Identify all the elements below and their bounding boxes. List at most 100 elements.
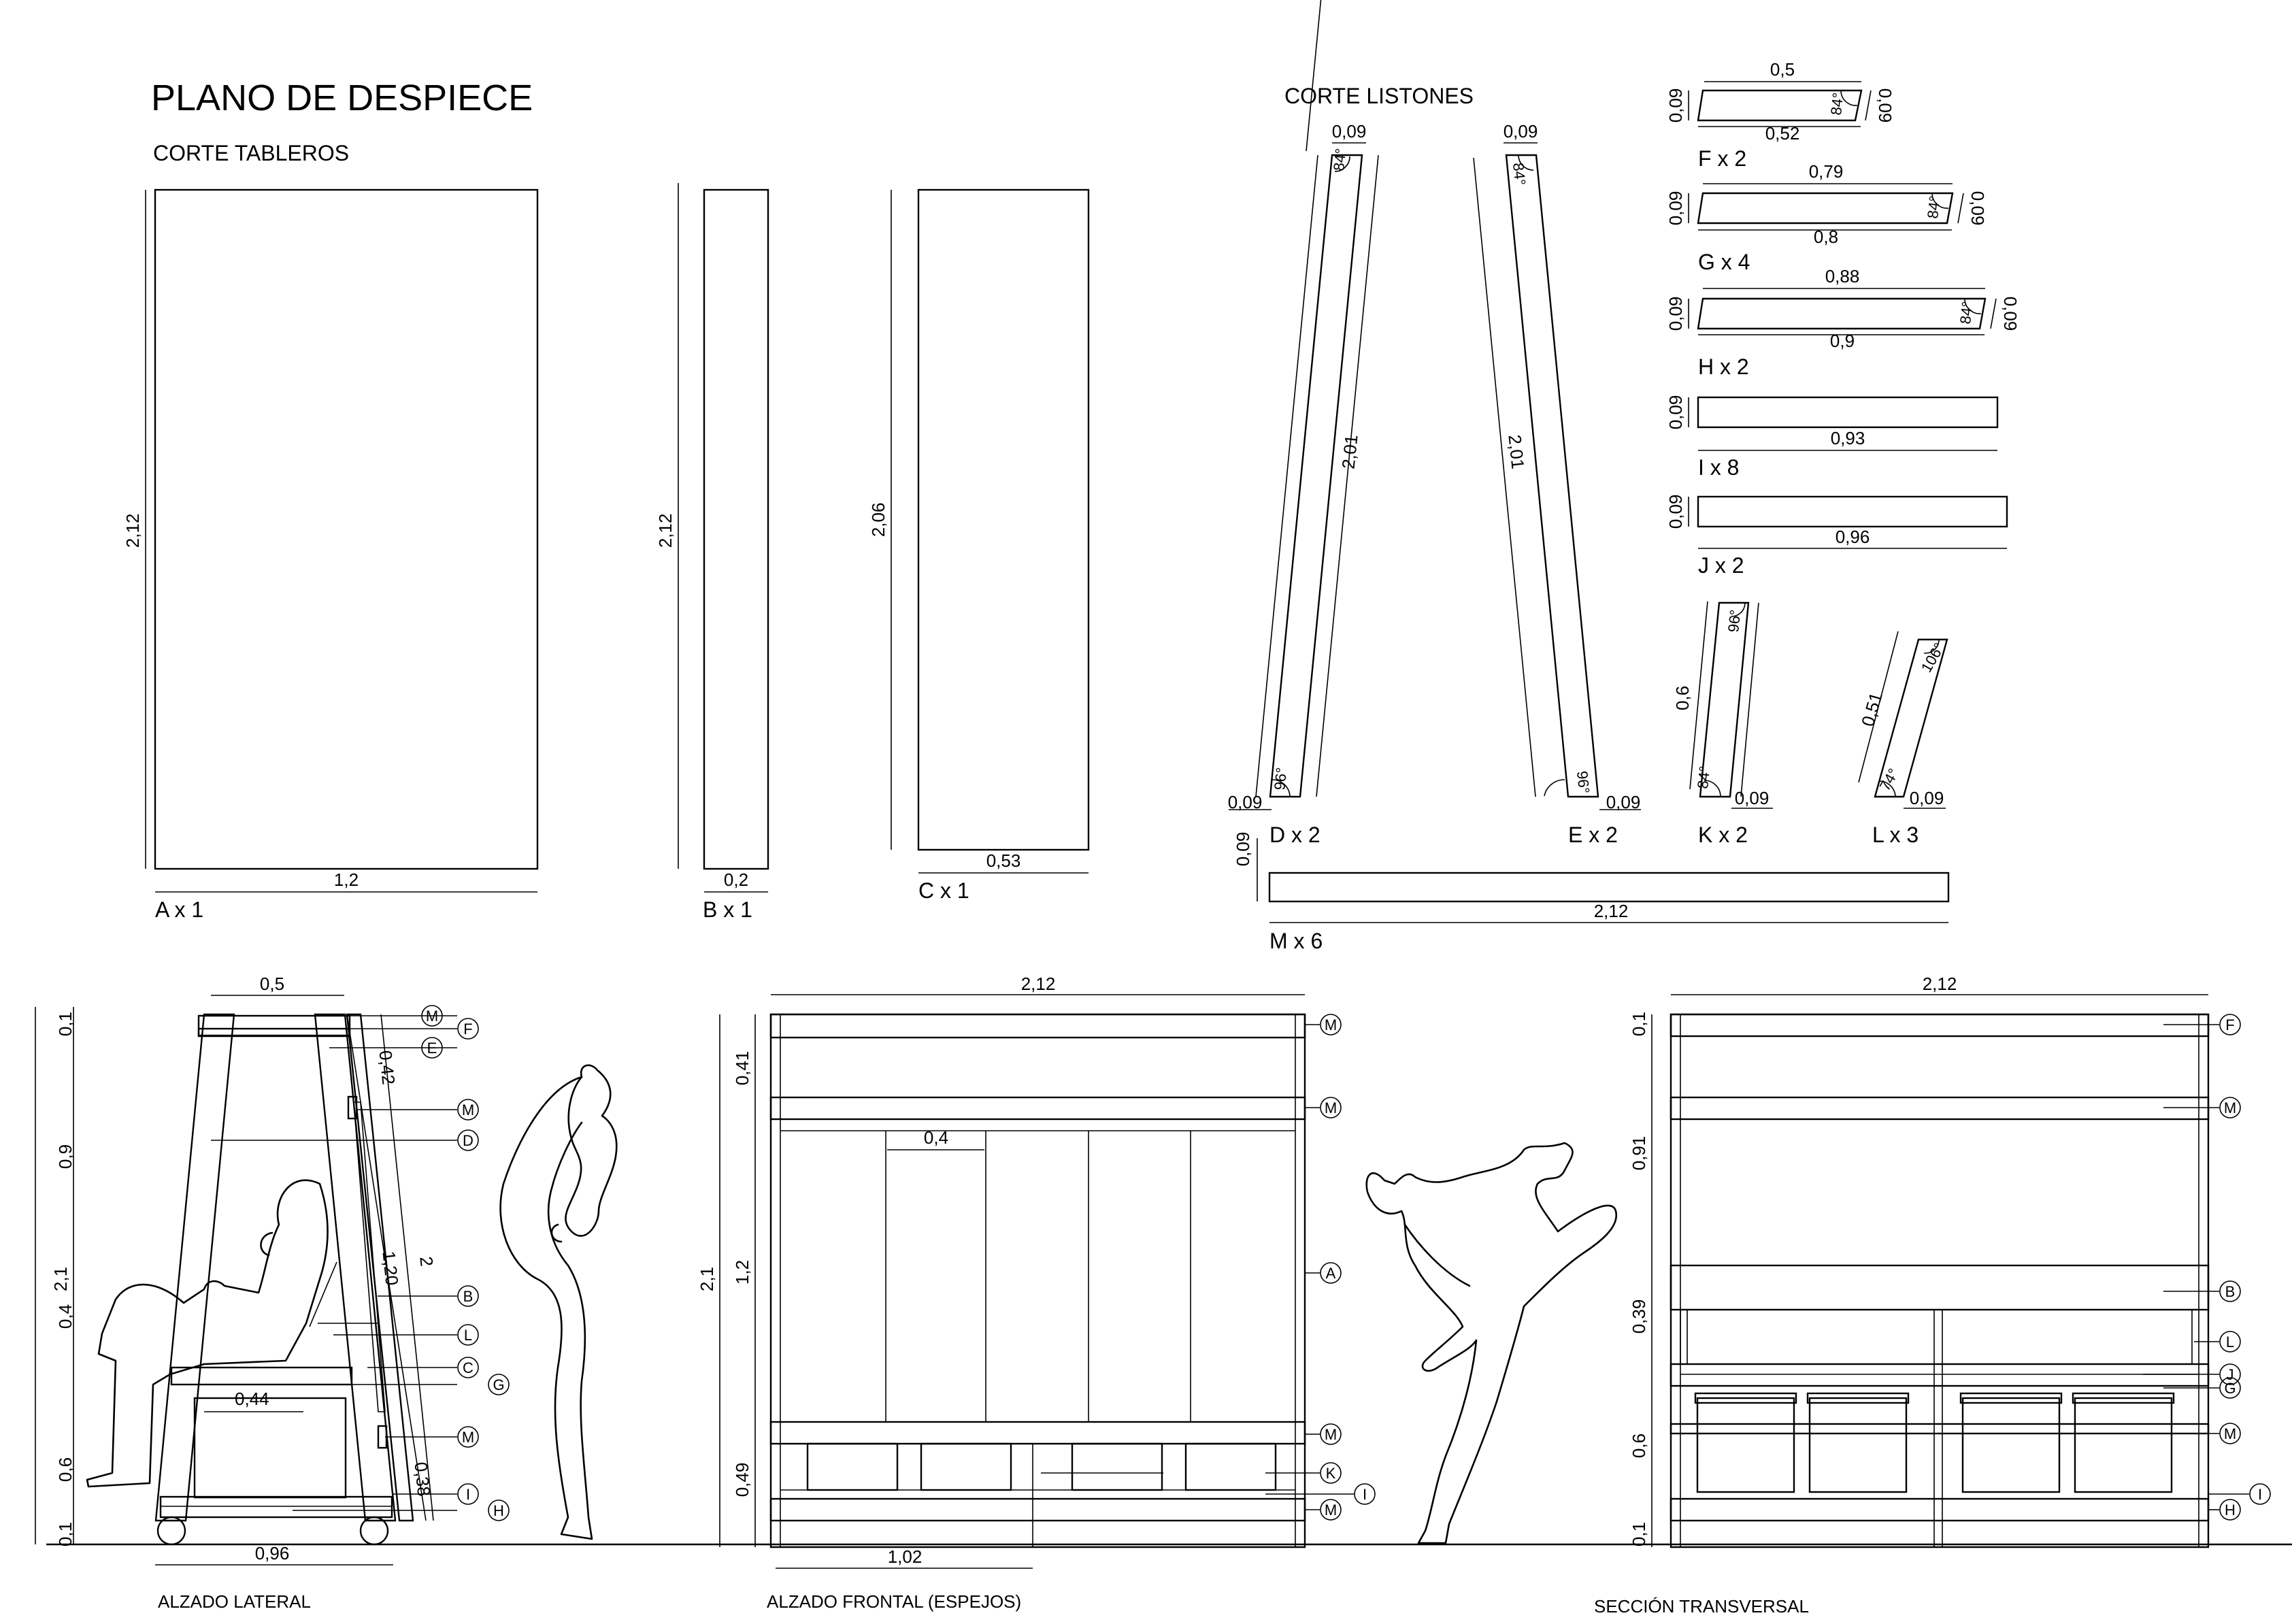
- front-mid-rail: [769, 1096, 1306, 1121]
- section-frame: [1670, 1013, 2210, 1548]
- strip-f-outline: [1697, 89, 1863, 122]
- strip-g-outline: [1697, 192, 1954, 225]
- side-tag-circle: [457, 1426, 479, 1448]
- strip-e-angle-bottom: 96°: [1574, 770, 1593, 795]
- side-height-2: 0,9: [55, 1144, 76, 1169]
- side-tag-i: I: [466, 1486, 470, 1503]
- front-storage-boxes: [806, 1442, 1277, 1491]
- front-top-rail: [769, 1013, 1306, 1039]
- strip-e: 0,09 0,09 2,01 84° 96° E x 2: [1473, 121, 1641, 847]
- strip-j-caption: J x 2: [1698, 553, 1744, 578]
- front-tag-m: M: [1325, 1099, 1337, 1116]
- front-tag-circle: [1320, 1499, 1342, 1521]
- section-view-label: SECCIÓN TRANSVERSAL: [1594, 1596, 1809, 1617]
- strip-f-top: 0,5: [1770, 59, 1795, 80]
- strip-i-side: 0,09: [1665, 395, 1686, 430]
- strip-e-length: 2,01: [1504, 433, 1528, 469]
- front-tag-circle: [1320, 1262, 1342, 1284]
- strip-j-side: 0,09: [1665, 495, 1686, 529]
- strip-f-side-right: 0,09: [1875, 88, 1895, 123]
- strip-k-angle-bottom: 84°: [1694, 765, 1713, 790]
- side-tag-circle: [457, 1099, 479, 1121]
- side-front-leg: [154, 1013, 235, 1522]
- side-tag-e: E: [427, 1040, 437, 1057]
- strip-f-caption: F x 2: [1698, 146, 1746, 171]
- side-tag-circle: [457, 1018, 479, 1040]
- section-mid-rail: [1670, 1096, 2210, 1121]
- front-bottom-width: 1,02: [888, 1546, 923, 1567]
- strip-l-length: 0,51: [1857, 690, 1887, 729]
- strip-m-length: 2,12: [1594, 901, 1629, 921]
- strip-i-length: 0,93: [1831, 428, 1865, 448]
- front-tag-m: M: [1325, 1502, 1337, 1519]
- strip-d-outline: [1269, 154, 1363, 798]
- side-tag-m: M: [426, 1008, 438, 1025]
- strip-d-caption: D x 2: [1269, 823, 1321, 847]
- strip-l-angle-bottom: 74°: [1876, 765, 1902, 793]
- section-tag-m: M: [2224, 1425, 2236, 1442]
- side-tags: [211, 1015, 457, 1511]
- side-tag-circle: [457, 1357, 479, 1378]
- section-tag-circle: [2219, 1499, 2241, 1521]
- front-tag-k: K: [1326, 1465, 1336, 1482]
- strip-i-caption: I x 8: [1698, 455, 1739, 480]
- strip-g: 0,79 0,8 0,09 0,09 84° G x 4: [1665, 161, 1988, 274]
- side-height-4: 0,6: [55, 1457, 76, 1482]
- strip-h-angle: 84°: [1957, 301, 1976, 325]
- section-tag-circle: [2219, 1331, 2241, 1353]
- side-tag-circle: [457, 1129, 479, 1151]
- side-height-1: 0,1: [55, 1012, 76, 1036]
- section-base-rail: [1670, 1497, 2210, 1522]
- front-elevation: 0,4 2,12 1,02 2,1 0,41 1,2 0,49: [697, 974, 1618, 1612]
- side-tag-circle: [457, 1285, 479, 1307]
- strip-h-top: 0,88: [1825, 266, 1860, 286]
- board-c-caption: C x 1: [918, 878, 969, 903]
- strip-j: 0,96 0,09 J x 2: [1665, 495, 2008, 578]
- side-view-label: ALZADO LATERAL: [158, 1591, 311, 1612]
- section-board-b: [1670, 1264, 2210, 1311]
- strip-d: 0,09 0,09 2,01 84° 96° D x 2: [1228, 0, 1379, 847]
- dancer-body: [499, 1076, 593, 1540]
- sheet-title: PLANO DE DESPIECE: [151, 78, 533, 118]
- section-height-5: 0,1: [1629, 1522, 1649, 1546]
- side-diagonal: 2: [416, 1255, 437, 1267]
- front-height-1: 0,41: [732, 1051, 752, 1086]
- section-tag-h: H: [2225, 1502, 2236, 1519]
- side-total-height: 2,1: [50, 1267, 71, 1291]
- section-height-1: 0,1: [1629, 1012, 1649, 1036]
- side-back-leg: [314, 1013, 397, 1522]
- board-b-width: 0,2: [724, 869, 748, 890]
- side-tag-c: C: [463, 1359, 474, 1376]
- strip-l: 0,51 0,09 106° 74° L x 3: [1857, 631, 1948, 847]
- board-c: 0,53 2,06 C x 1: [868, 188, 1090, 903]
- side-tag-b: B: [463, 1288, 474, 1305]
- strip-d-angle-top: 84°: [1330, 148, 1349, 172]
- strip-e-bottom: 0,09: [1606, 792, 1641, 812]
- strip-k-bottom: 0,09: [1735, 788, 1770, 808]
- strip-e-angle-top: 84°: [1510, 162, 1529, 186]
- strip-h-side: 0,09: [1665, 297, 1686, 331]
- section-tag-circle: [2219, 1014, 2241, 1035]
- strip-h-outline: [1697, 297, 1987, 330]
- strip-i: 0,93 0,09 I x 8: [1665, 395, 1999, 480]
- front-total-height: 2,1: [697, 1267, 717, 1291]
- strip-f-side: 0,09: [1665, 88, 1686, 123]
- strip-i-outline: [1697, 396, 1999, 429]
- board-b-caption: B x 1: [703, 897, 752, 922]
- side-tag-circle: [488, 1374, 510, 1395]
- strip-g-bottom: 0,8: [1814, 227, 1838, 247]
- front-tag-i: I: [1363, 1486, 1367, 1503]
- side-height-3: 0,4: [55, 1304, 76, 1329]
- front-mirror-panels: [885, 1131, 1191, 1422]
- side-tag-g: G: [493, 1376, 504, 1393]
- section-tag-g: G: [2224, 1380, 2236, 1397]
- strip-d-top: 0,09: [1332, 121, 1367, 142]
- front-tag-circle: [1320, 1423, 1342, 1445]
- strip-g-top: 0,79: [1809, 161, 1844, 182]
- strip-m-side: 0,09: [1233, 832, 1253, 867]
- strip-k-outline: [1699, 601, 1750, 798]
- side-tag-circle: [457, 1324, 479, 1346]
- side-bottom-width: 0,96: [255, 1543, 290, 1563]
